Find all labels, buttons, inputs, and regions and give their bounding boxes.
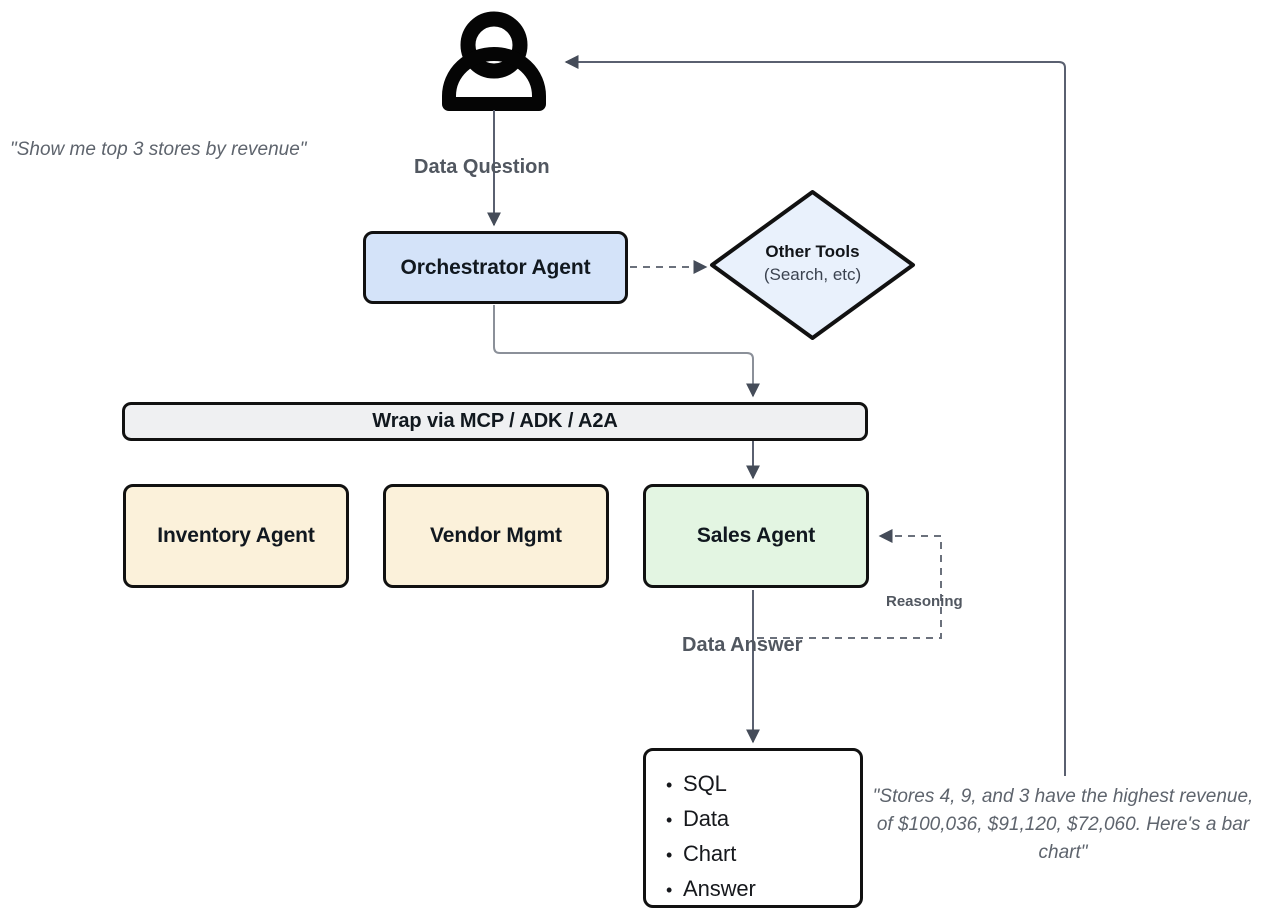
sales-agent-label: Sales Agent <box>696 524 816 547</box>
node-sales-agent[interactable]: Sales Agent <box>643 484 869 588</box>
vendor-mgmt-label: Vendor Mgmt <box>430 524 562 547</box>
output-item-label: Data <box>683 806 730 831</box>
other-tools-subtitle: (Search, etc) <box>763 265 862 284</box>
mcp-bar-label: Wrap via MCP / ADK / A2A <box>372 410 618 432</box>
output-item-label: Answer <box>683 876 756 901</box>
output-list-item: • SQL <box>666 767 860 802</box>
output-item-label: SQL <box>683 771 727 796</box>
other-tools-diamond[interactable] <box>710 190 915 340</box>
bullet-icon: • <box>666 880 673 900</box>
output-list-item: • Chart <box>666 837 860 872</box>
bullet-icon: • <box>666 845 673 865</box>
other-tools-label-group: Other Tools (Search, etc) <box>710 240 915 286</box>
inventory-agent-label: Inventory Agent <box>157 524 315 547</box>
output-list-item: • Data <box>666 802 860 837</box>
node-orchestrator-agent[interactable]: Orchestrator Agent <box>363 231 628 304</box>
annotation-final-answer: "Stores 4, 9, and 3 have the highest rev… <box>872 786 1254 863</box>
edge-orchestrator-to-mcp <box>493 305 760 398</box>
node-inventory-agent[interactable]: Inventory Agent <box>123 484 349 588</box>
node-vendor-mgmt[interactable]: Vendor Mgmt <box>383 484 609 588</box>
output-item-label: Chart <box>683 841 737 866</box>
edge-label-data-answer: Data Answer <box>682 634 803 656</box>
bullet-icon: • <box>666 775 673 795</box>
node-other-tools[interactable]: Other Tools (Search, etc) <box>710 190 915 340</box>
bullet-icon: • <box>666 810 673 830</box>
other-tools-title: Other Tools <box>765 242 860 261</box>
edge-label-data-question: Data Question <box>414 156 550 178</box>
output-list-item: • Answer <box>666 872 860 907</box>
annotation-user-question: "Show me top 3 stores by revenue" <box>10 139 307 160</box>
edge-output-to-user <box>564 55 1066 776</box>
node-output-box[interactable]: • SQL • Data • Chart • Answer <box>643 748 863 908</box>
edge-label-reasoning: Reasoning <box>886 593 963 610</box>
person-icon <box>442 11 546 111</box>
orchestrator-agent-label: Orchestrator Agent <box>400 255 591 279</box>
node-mcp-wrapper-bar[interactable]: Wrap via MCP / ADK / A2A <box>122 402 868 441</box>
